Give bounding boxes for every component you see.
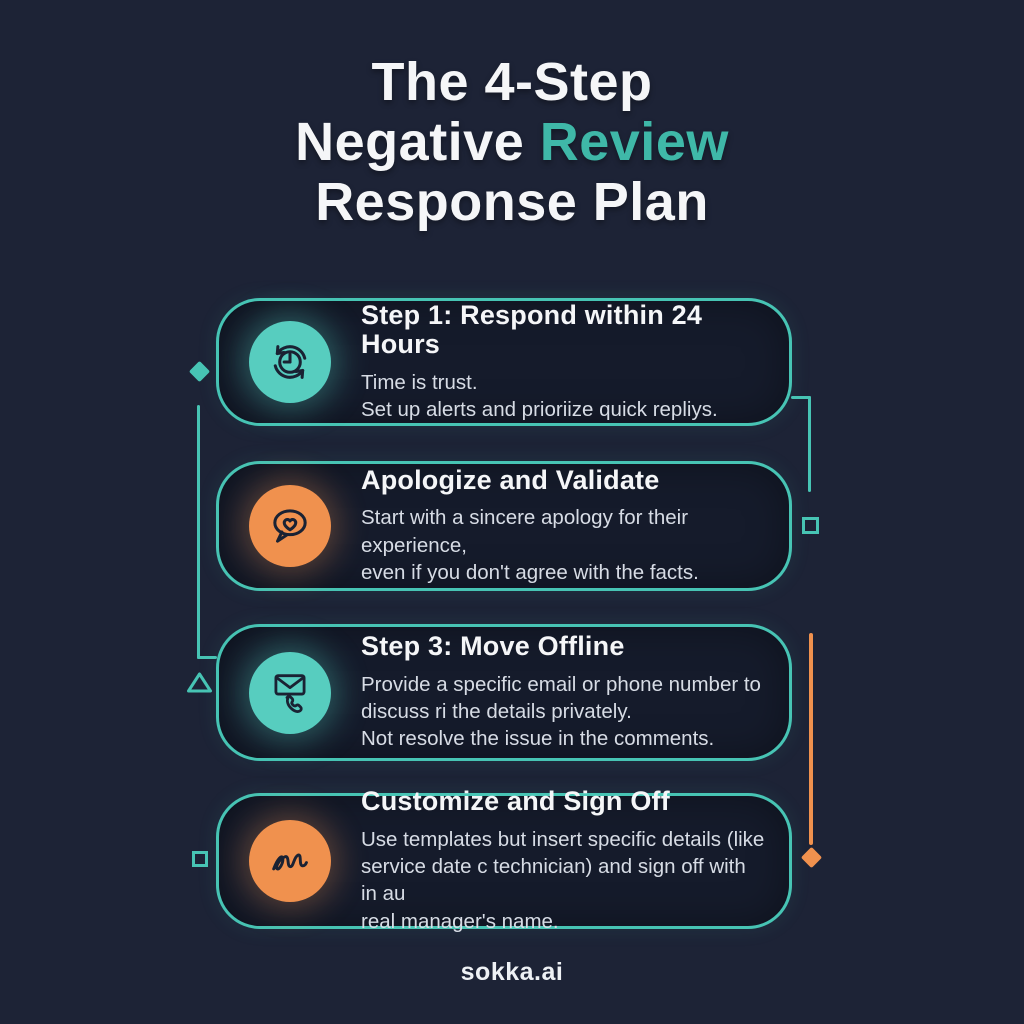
brand-name: sokka.ai <box>460 958 564 986</box>
connector-line-left-vertical <box>197 405 200 659</box>
triangle-accent-left <box>186 671 213 699</box>
connector-line-right-vertical <box>808 396 811 492</box>
title-line-1: The 4-Step <box>0 52 1024 112</box>
title-accent-word: Review <box>539 112 729 172</box>
step-description: Time is trust. Set up alerts and priorii… <box>361 370 718 422</box>
step-title: Step 1: Respond within 24 Hours <box>361 299 703 360</box>
title-text: The 4-Step <box>371 52 653 112</box>
title-line-2: Negative Review <box>0 112 1024 172</box>
accent-line-orange-right <box>809 633 813 845</box>
signature-icon <box>249 820 331 902</box>
page-title: The 4-Step Negative Review Response Plan <box>0 52 1024 232</box>
step-title: Customize and Sign Off <box>361 786 670 817</box>
diamond-accent-right <box>800 846 823 869</box>
step-description: Use templates but insert specific detail… <box>361 827 765 933</box>
step-description: Provide a specific email or phone number… <box>361 672 761 751</box>
step-title: Step 3: Move Offline <box>361 631 625 662</box>
title-text: Negative <box>295 112 540 172</box>
step-card-4: Customize and Sign Off Use templates but… <box>216 786 792 933</box>
step-description: Start with a sincere apology for their e… <box>361 506 699 584</box>
step-2-text: Apologize and Validate Start with a sinc… <box>361 464 789 586</box>
title-line-3: Response Plan <box>0 172 1024 232</box>
step-card-3: Step 3: Move Offline Provide a specific … <box>216 624 792 761</box>
square-accent-left <box>192 851 208 867</box>
clock-refresh-icon <box>249 321 331 403</box>
step-3-text: Step 3: Move Offline Provide a specific … <box>361 632 785 752</box>
square-accent-right <box>802 517 819 534</box>
step-4-text: Customize and Sign Off Use templates but… <box>361 786 789 935</box>
step-1-text: Step 1: Respond within 24 Hours Time is … <box>361 299 789 424</box>
title-text: Response Plan <box>315 172 709 232</box>
connector-line-left-horizontal <box>197 656 217 659</box>
brand-footer: sokka.ai <box>0 958 1024 987</box>
envelope-phone-icon <box>249 651 331 734</box>
heart-speech-bubble-icon <box>249 485 331 567</box>
step-title: Apologize and Validate <box>361 464 660 495</box>
connector-line-right-horizontal <box>791 396 811 399</box>
diamond-accent-left <box>188 360 211 383</box>
step-card-1: Step 1: Respond within 24 Hours Time is … <box>216 298 792 426</box>
step-card-2: Apologize and Validate Start with a sinc… <box>216 461 792 591</box>
